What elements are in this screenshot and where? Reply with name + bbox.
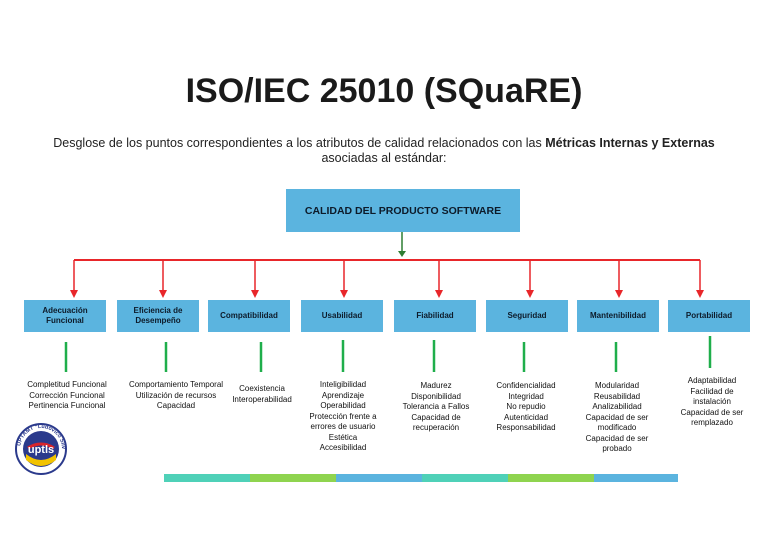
item-line: recuperación <box>412 423 460 432</box>
item-line: Adaptabilidad <box>687 376 737 385</box>
item-line: Madurez <box>420 381 452 390</box>
category-arrowhead <box>70 290 78 298</box>
category-arrowhead <box>526 290 534 298</box>
category-label: Eficiencia de Desempeño <box>133 306 183 325</box>
item-line: Tolerancia a Fallos <box>402 402 470 411</box>
item-line: Autenticidad <box>503 412 549 422</box>
page-title: ISO/IEC 25010 (SQuaRE) <box>185 72 583 110</box>
category-box: Adecuación Funcional <box>24 300 106 332</box>
item-line: Capacidad de ser <box>680 407 744 417</box>
item-line: Capacidad <box>156 401 196 410</box>
category-arrowhead <box>340 290 348 298</box>
item-line: Facilidad de <box>690 386 734 396</box>
category-box: Compatibilidad <box>208 300 290 332</box>
root-label: CALIDAD DEL PRODUCTO SOFTWARE <box>304 204 502 217</box>
category-arrowhead <box>615 290 623 298</box>
item-line: remplazado <box>691 418 733 427</box>
item-line: Corrección Funcional <box>29 390 105 400</box>
category-box: Usabilidad <box>301 300 383 332</box>
item-line: Capacidad de <box>411 412 461 422</box>
item-line: Utilización de recursos <box>135 390 217 400</box>
item-line: Modularidad <box>594 381 640 390</box>
category-arrowhead <box>435 290 443 298</box>
category-arrowhead <box>696 290 704 298</box>
page-subtitle: Desglose de los puntos correspondientes … <box>40 136 728 166</box>
category-box: Seguridad <box>486 300 568 332</box>
item-line: Coexistencia <box>239 384 285 393</box>
footer-bar-3 <box>336 474 422 482</box>
category-arrowhead <box>159 290 167 298</box>
item-line: Capacidad de ser <box>585 412 649 422</box>
category-label: Adecuación Funcional <box>42 306 88 325</box>
item-line: Disponibilidad <box>411 391 461 401</box>
subtitle-bold: Métricas Internas y Externas <box>545 136 715 150</box>
item-line: Completitud Funcional <box>27 380 107 389</box>
item-line: Interoperabilidad <box>232 394 292 404</box>
category-box: Mantenibilidad <box>577 300 659 332</box>
item-line: Aprendizaje <box>321 390 365 400</box>
item-line: Capacidad de ser <box>585 433 649 443</box>
item-line: Confidencialidad <box>496 381 556 390</box>
item-line: instalación <box>693 397 731 406</box>
category-box: Fiabilidad <box>394 300 476 332</box>
footer-bar-6 <box>594 474 678 482</box>
footer-bar-5 <box>508 474 594 482</box>
item-line: Protección frente a <box>309 411 377 421</box>
item-line: Pertinencia Funcional <box>28 401 106 410</box>
item-line: Estética <box>328 432 358 442</box>
category-label: Portabilidad <box>685 311 733 320</box>
item-line: probado <box>602 444 632 453</box>
root-box: CALIDAD DEL PRODUCTO SOFTWARE <box>286 189 520 232</box>
category-label: Compatibilidad <box>220 311 278 320</box>
university-logo-icon: UPTAMT "Ludovico Silva" uptls <box>12 418 67 475</box>
item-line: Reusabilidad <box>593 391 641 401</box>
subtitle-part2: asociadas al estándar: <box>321 151 447 165</box>
category-label: Fiabilidad <box>416 311 454 320</box>
item-line: Comportamiento Temporal <box>128 380 224 389</box>
category-label: Mantenibilidad <box>590 311 646 320</box>
item-line: Inteligibilidad <box>319 380 367 389</box>
subtitle-part1: Desglose de los puntos correspondientes … <box>53 136 546 150</box>
footer-bar-1 <box>164 474 250 482</box>
footer-bar-2 <box>250 474 336 482</box>
logo-letters: uptls <box>28 444 54 456</box>
item-line: Operabilidad <box>320 401 366 410</box>
footer-bar-4 <box>422 474 508 482</box>
category-arrowhead <box>251 290 259 298</box>
item-line: No repudio <box>506 402 546 411</box>
item-line: Integridad <box>508 391 544 401</box>
item-line: Accesibilidad <box>319 443 367 452</box>
category-box: Eficiencia de Desempeño <box>117 300 199 332</box>
category-label: Seguridad <box>507 311 547 320</box>
item-line: modificado <box>597 423 637 432</box>
item-line: errores de usuario <box>310 422 376 431</box>
item-line: Responsabilidad <box>496 423 556 432</box>
root-arrowhead <box>398 251 406 257</box>
item-line: Analizabilidad <box>592 402 642 411</box>
category-box: Portabilidad <box>668 300 750 332</box>
category-label: Usabilidad <box>321 311 363 320</box>
